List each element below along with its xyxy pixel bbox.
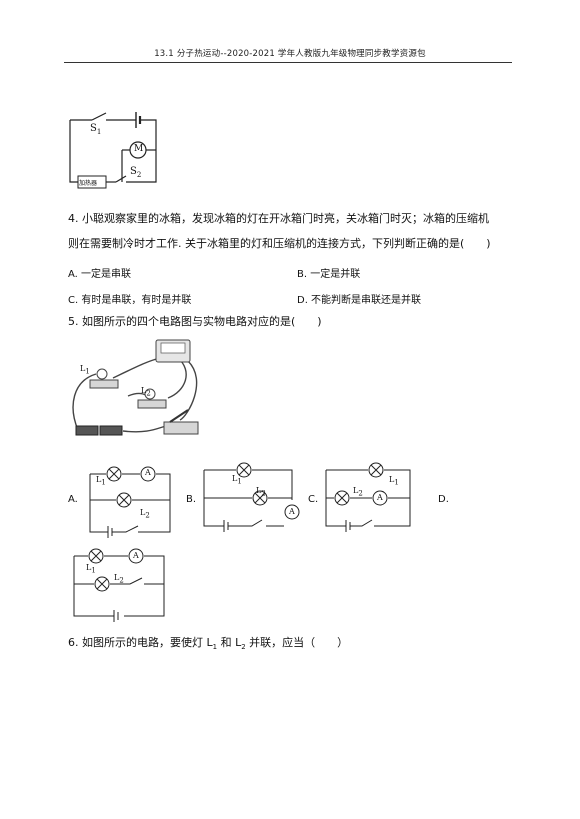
physical-circuit-illustration	[72, 339, 199, 436]
q5-option-b-label[interactable]: B.	[186, 494, 197, 505]
q5-option-a-label[interactable]: A.	[68, 494, 78, 505]
question-5: 5. 如图所示的四个电路图与实物电路对应的是( )	[68, 315, 322, 328]
q4-option-a[interactable]: A. 一定是串联	[68, 269, 132, 280]
d-ammeter-label: A	[133, 551, 139, 560]
d-l1-label: L1	[86, 563, 96, 575]
q4-option-b[interactable]: B. 一定是并联	[297, 269, 361, 280]
q5-option-c-circuit	[325, 462, 411, 532]
header-rule	[64, 62, 512, 63]
d-l2-label: L2	[114, 573, 124, 585]
b-l1-label: L1	[232, 474, 242, 486]
document-header: 13.1 分子热运动--2020-2021 学年人教版九年级物理同步教学资源包	[154, 49, 426, 59]
q4-option-c[interactable]: C. 有时是串联，有时是并联	[68, 295, 192, 306]
q5-option-a-circuit	[89, 466, 171, 538]
q5-option-d-circuit	[73, 548, 165, 622]
motor-label: M	[134, 144, 144, 154]
question-4-line-1: 4. 小聪观察家里的冰箱，发现冰箱的灯在开冰箱门时亮，关冰箱门时灭；冰箱的压缩机	[68, 212, 489, 225]
q5-option-b-circuit	[203, 462, 300, 532]
q4-option-d[interactable]: D. 不能判断是串联还是并联	[297, 295, 422, 306]
b-ammeter-label: A	[289, 507, 295, 516]
a-l2-label: L2	[140, 508, 150, 520]
a-l1-label: L1	[96, 475, 106, 487]
photo-label-l1: L1	[80, 364, 90, 376]
circuit-figure-heater-motor	[69, 112, 157, 189]
q5-option-d-label[interactable]: D.	[438, 494, 449, 505]
question-4-line-2: 则在需要制冷时才工作. 关于冰箱里的灯和压缩机的连接方式，下列判断正确的是( )	[68, 237, 491, 250]
photo-label-l2: L2	[141, 386, 151, 398]
question-6: 6. 如图所示的电路，要使灯 L1 和 L2 并联，应当（ ）	[68, 636, 349, 652]
b-l2-label: L2	[256, 486, 266, 498]
q5-option-c-label[interactable]: C.	[308, 494, 319, 505]
c-l2-label: L2	[353, 486, 363, 498]
c-ammeter-label: A	[377, 493, 383, 502]
a-ammeter-label: A	[145, 468, 151, 477]
heater-label: 加热器	[79, 180, 98, 187]
switch-s2-label: S2	[130, 166, 142, 179]
c-l1-label: L1	[389, 475, 399, 487]
switch-s1-label: S1	[90, 123, 102, 136]
